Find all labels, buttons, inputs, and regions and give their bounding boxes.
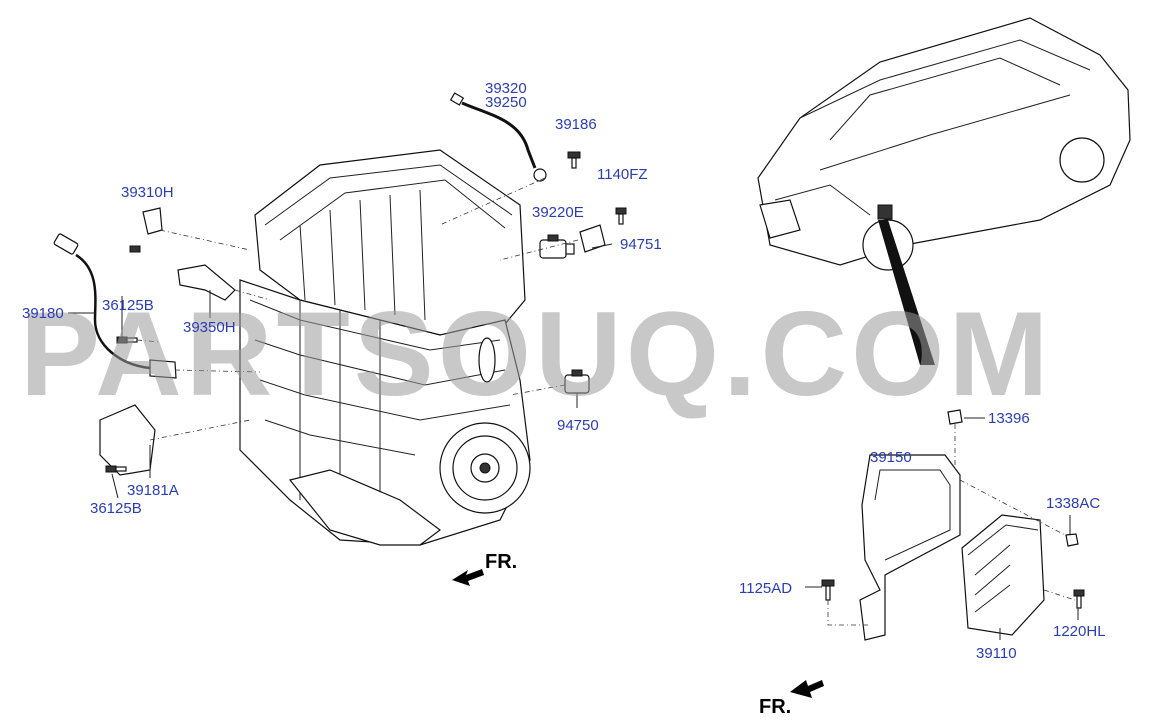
label-39181A[interactable]: 39181A xyxy=(127,482,179,499)
fr-label-engine: FR. xyxy=(485,551,517,573)
label-1338AC[interactable]: 1338AC xyxy=(1046,495,1100,512)
crank-sensor-39180-part[interactable] xyxy=(53,233,177,379)
arrow-front-ecu-icon xyxy=(790,680,824,698)
front-direction-indicator-ecu: FR. xyxy=(759,680,824,718)
cam-sensor-39310H-part[interactable] xyxy=(129,207,163,253)
bolt-1220HL-part[interactable] xyxy=(1073,589,1085,609)
ecu-bracket-39150-part[interactable] xyxy=(859,454,961,641)
label-1220HL[interactable]: 1220HL xyxy=(1053,623,1106,640)
arrow-front-engine-icon xyxy=(452,569,484,586)
ecu-leader-lines xyxy=(805,417,1079,640)
vehicle-illustration xyxy=(757,17,1131,365)
label-36125B-bottom[interactable]: 36125B xyxy=(90,500,142,517)
label-39310H[interactable]: 39310H xyxy=(121,184,174,201)
nut-1338AC-part[interactable] xyxy=(1065,533,1079,547)
bolt-1140FZ-part[interactable] xyxy=(615,207,627,225)
label-1125AD[interactable]: 1125AD xyxy=(739,580,792,597)
label-13396[interactable]: 13396 xyxy=(988,410,1030,427)
label-39186[interactable]: 39186 xyxy=(555,116,597,133)
fr-label-ecu: FR. xyxy=(759,696,791,718)
label-39180[interactable]: 39180 xyxy=(22,305,64,322)
engine-alignment-lines xyxy=(136,177,579,441)
front-direction-indicator-engine: FR. xyxy=(452,551,517,586)
bolt-39186-part[interactable] xyxy=(567,151,581,169)
label-39110[interactable]: 39110 xyxy=(976,645,1017,662)
label-39150[interactable]: 39150 xyxy=(870,449,912,466)
knock-sensor-wire-part[interactable] xyxy=(449,92,547,182)
ecu-alignment-lines xyxy=(827,424,1076,626)
nut-13396-part[interactable] xyxy=(947,409,963,425)
engine-assembly xyxy=(239,149,531,546)
engine-leader-lines xyxy=(68,243,613,499)
part-labels: 39320 39250 39186 1140FZ 39310H 39220E 9… xyxy=(22,80,1106,662)
label-39250[interactable]: 39250 xyxy=(485,94,527,111)
label-39350H[interactable]: 39350H xyxy=(183,319,236,336)
label-39320[interactable]: 39320 xyxy=(485,80,527,97)
bolt-1125AD-part[interactable] xyxy=(821,579,835,601)
label-94751[interactable]: 94751 xyxy=(620,236,662,253)
ecu-module-39110-part[interactable] xyxy=(961,514,1045,636)
watermark-text: PARTSOUQ.COM xyxy=(20,287,1052,421)
oil-pressure-sensor-39220E-part[interactable] xyxy=(539,234,575,259)
bracket-39350H-part[interactable] xyxy=(177,264,236,301)
label-36125B-top[interactable]: 36125B xyxy=(102,297,154,314)
label-94750[interactable]: 94750 xyxy=(557,417,599,434)
bolt-36125B-bottom-part[interactable] xyxy=(105,465,127,473)
label-39220E[interactable]: 39220E xyxy=(532,204,584,221)
label-1140FZ[interactable]: 1140FZ xyxy=(597,166,648,183)
